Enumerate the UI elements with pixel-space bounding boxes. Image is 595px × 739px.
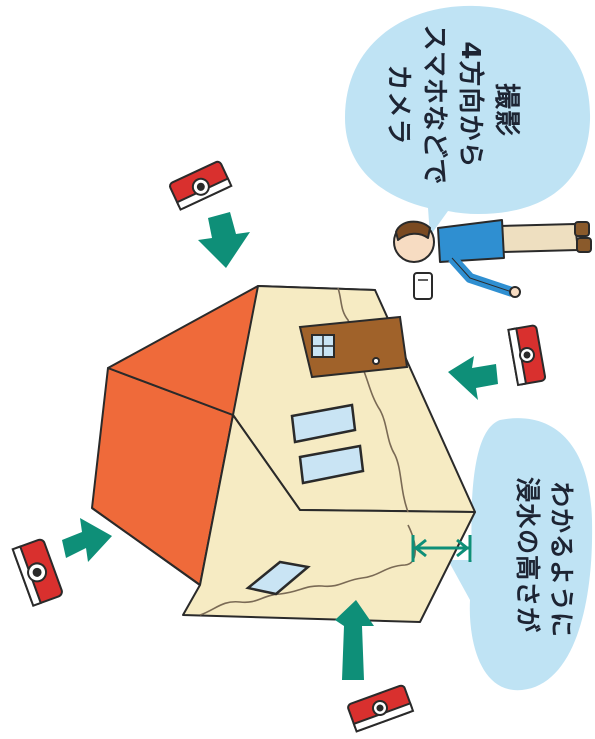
window	[298, 444, 365, 485]
door	[298, 315, 409, 379]
arrow-bottom	[335, 600, 374, 680]
camera-right	[507, 324, 547, 387]
window	[290, 403, 357, 444]
person-icon	[393, 219, 592, 300]
speech-bubble-height: 浸水の高さが わかるように	[448, 418, 593, 691]
person-shirt	[437, 219, 505, 263]
flood-line	[199, 287, 416, 616]
bubble-line: 撮影	[491, 83, 521, 137]
bubble-line: カメラ	[383, 64, 413, 145]
windows	[245, 403, 365, 596]
house-illustration	[91, 285, 476, 623]
bubble-line: 4方向から	[455, 41, 486, 168]
arrow-top	[198, 212, 250, 268]
svg-text:浸水の高さが わかるように: 浸水の高さが わかるように	[513, 477, 576, 643]
arrow-icon	[62, 212, 498, 680]
speech-bubble-camera: カメラ スマホなどで 4方向から 撮影	[345, 5, 591, 236]
arrow-right	[448, 356, 498, 400]
camera-bottom	[347, 684, 415, 733]
camera-icon	[11, 160, 547, 733]
svg-text:カメラ スマホなどで 4方向: カメラ スマホなどで 4方向から 撮影	[383, 25, 521, 196]
phone-icon	[413, 272, 433, 300]
height-marker-icon	[411, 535, 472, 562]
bubble-line: わかるように	[547, 482, 576, 638]
camera-top	[169, 160, 233, 211]
arrow-left	[62, 518, 112, 562]
bubble-line: 浸水の高さが	[513, 477, 542, 633]
person-pants	[499, 223, 579, 253]
bubble-line: スマホなどで	[419, 25, 449, 186]
door-knob	[372, 357, 380, 365]
window	[245, 560, 311, 596]
camera-left	[11, 538, 63, 607]
